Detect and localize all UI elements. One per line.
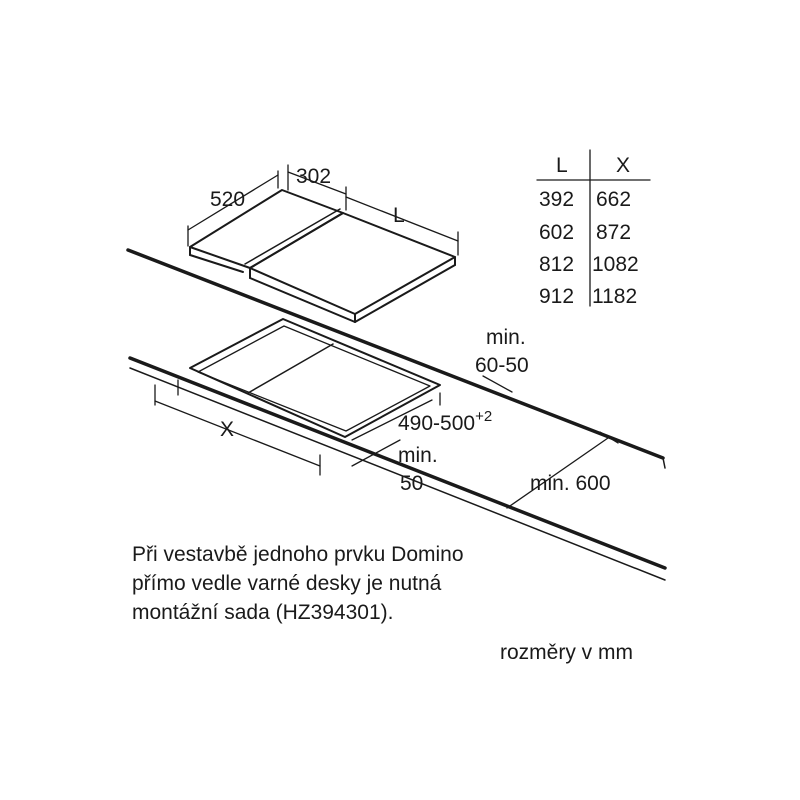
installation-note: Při vestavbě jednoho prvku Domino přímo …: [132, 540, 592, 627]
table-cell: 392: [539, 188, 574, 211]
dim-X-label: X: [220, 418, 234, 441]
dim-cutout-depth-value: 490-500: [398, 412, 475, 435]
dim-front-gap-value: 50: [400, 472, 423, 495]
countertop-back-edge: [126, 248, 665, 460]
dim-cabinet-depth-line: [506, 431, 619, 509]
table-cell: 1182: [592, 285, 637, 308]
hob-appliance: [189, 189, 456, 323]
table-header-L: L: [556, 154, 568, 177]
dim-302-label: 302: [296, 165, 331, 188]
dim-520-label: 520: [210, 188, 245, 211]
note-line: montážní sada (HZ394301).: [132, 601, 394, 624]
table-cell: 602: [539, 221, 574, 244]
cutout-outline: [189, 318, 441, 438]
table-cell: 1082: [592, 253, 639, 276]
table-header-X: X: [616, 154, 630, 177]
dim-rear-gap-value: 60-50: [475, 354, 529, 377]
table-cell: 872: [596, 221, 631, 244]
note-line: Při vestavbě jednoho prvku Domino: [132, 543, 464, 566]
dim-cabinet-depth-label: min. 600: [530, 472, 611, 495]
dim-L-label: L: [393, 204, 405, 227]
dim-302-line: [287, 164, 347, 211]
table-cell: 662: [596, 188, 631, 211]
countertop-front-edge: [128, 356, 667, 570]
dim-cutout-depth-label: 490-500+2: [398, 408, 492, 435]
dim-rear-gap-label: min.: [486, 326, 526, 349]
dim-X-line: [154, 379, 321, 476]
dim-rear-gap-line: [482, 375, 513, 393]
countertop-right-edge: [662, 457, 666, 469]
countertop-front-edge-lower: [129, 367, 666, 581]
dim-490-500-line: [351, 392, 441, 441]
dimension-table-grid: [536, 149, 651, 307]
units-label: rozměry v mm: [500, 641, 633, 664]
table-cell: 812: [539, 253, 574, 276]
dim-L-line: [345, 196, 459, 256]
dim-front-gap-line: [351, 439, 401, 467]
table-cell: 912: [539, 285, 574, 308]
dim-cutout-depth-tolerance: +2: [475, 408, 492, 425]
dim-front-gap-label: min.: [398, 444, 438, 467]
dim-520-line: [187, 170, 279, 247]
note-line: přímo vedle varné desky je nutná: [132, 572, 442, 595]
dimension-table: L X 392 662 602 872 812 1082 912 1182: [539, 154, 639, 308]
